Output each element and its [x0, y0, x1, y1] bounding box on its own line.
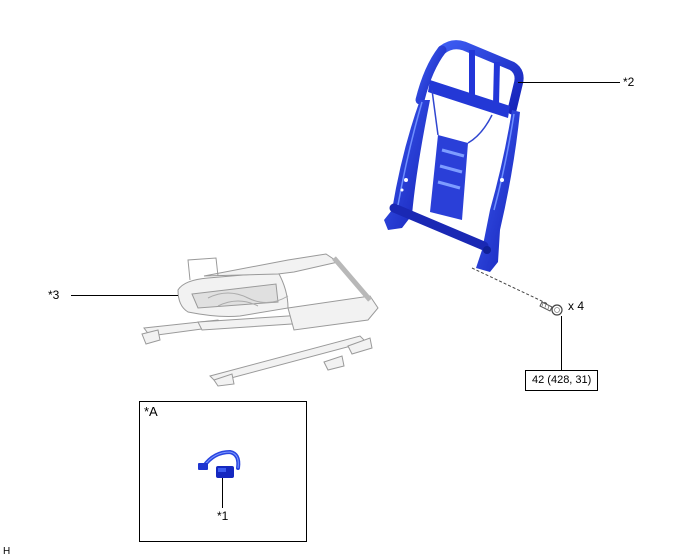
- leader-line-cushion: [71, 295, 178, 296]
- callout-wire-harness: *1: [217, 509, 229, 523]
- bolt-part: [539, 298, 566, 318]
- bolt-quantity-label: x 4: [568, 299, 585, 313]
- callout-cushion-frame: *3: [48, 288, 60, 302]
- leader-line-harness: [222, 478, 223, 508]
- leader-line-torque: [561, 316, 562, 370]
- callout-seatback-frame: *2: [623, 75, 635, 89]
- cushion-frame-part: [138, 250, 379, 387]
- seatback-frame-illustration: [384, 40, 524, 272]
- inset-detail-box: *A *1: [139, 401, 307, 542]
- leader-line-seatback: [518, 82, 620, 83]
- wire-harness-illustration: [198, 449, 241, 478]
- torque-spec-box: 42 (428, 31): [525, 370, 598, 391]
- figure-code: H: [3, 546, 11, 557]
- cushion-frame-illustration: [141, 253, 379, 387]
- bolt-icon: [539, 301, 563, 316]
- callout-inset: *A: [144, 404, 158, 419]
- seatback-frame-part: [372, 40, 532, 280]
